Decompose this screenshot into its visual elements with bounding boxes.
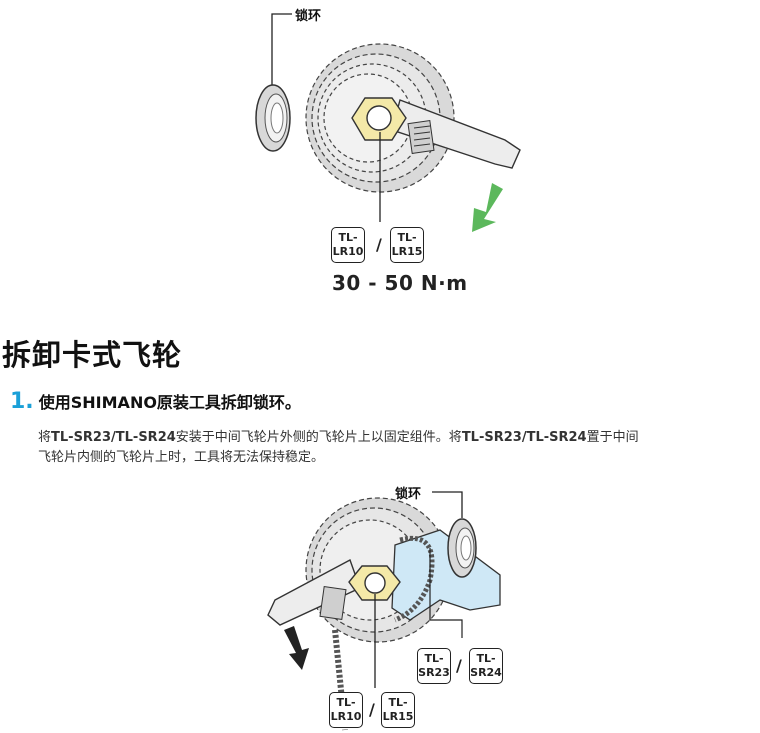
bottom-lockring-leader-line <box>432 491 463 518</box>
top-illustration <box>255 13 521 232</box>
tool-badge-sr24: TL-SR24 <box>469 648 503 684</box>
lockring-part <box>255 84 291 152</box>
wrench-tool <box>391 99 521 169</box>
tool-ref-b: TL-SR23/TL-SR24 <box>461 430 587 445</box>
bottom-illustration <box>267 491 501 731</box>
tool-badge-lr15: TL-LR15 <box>390 227 424 263</box>
lockring-label: 锁环 <box>295 9 322 24</box>
sr-separator: / <box>456 656 462 675</box>
bottom-lockring-label: 锁环 <box>395 487 422 502</box>
paragraph-line-2: 飞轮片内侧的飞轮片上时，工具将无法保持稳定。 <box>38 450 325 465</box>
step-number: 1. <box>10 389 34 414</box>
bottom-lr-separator: / <box>369 700 375 719</box>
bottom-tool-badge-lr15: TL-LR15 <box>381 692 415 728</box>
lockring-leader-line <box>271 13 292 86</box>
tool-ref-a: TL-SR23/TL-SR24 <box>51 430 176 445</box>
rotation-arrow-icon <box>472 183 503 232</box>
bottom-hex-nut <box>348 565 401 601</box>
step-description: 将TL-SR23/TL-SR24安装于中间飞轮片外侧的飞轮片上以固定组件。将TL… <box>38 428 760 468</box>
section-title: 拆卸卡式飞轮 <box>2 338 183 372</box>
tool-badge-sr23: TL-SR23 <box>417 648 451 684</box>
step-heading: 1. 使用SHIMANO原装工具拆卸锁环。 <box>10 389 301 414</box>
torque-spec: 30 - 50 N·m <box>332 271 468 295</box>
bottom-wrench-tool <box>267 559 361 626</box>
bottom-rotation-arrow-icon <box>284 626 309 670</box>
sr-leader-line <box>429 548 463 638</box>
tool-separator: / <box>376 235 382 254</box>
step-text: 使用SHIMANO原装工具拆卸锁环。 <box>38 393 301 412</box>
hex-nut <box>351 97 407 141</box>
bottom-lockring-part <box>447 518 477 578</box>
top-figure: 锁环 TL-LR10 / TL-LR15 30 - 50 N·m <box>0 0 760 300</box>
bottom-tool-badge-lr10: TL-LR10 <box>329 692 363 728</box>
tool-badge-lr10: TL-LR10 <box>331 227 365 263</box>
bottom-figure: 锁环 TL-SR23 / TL-SR24 TL-LR10 / TL-LR15 <box>0 470 760 733</box>
paragraph-line-1: 将TL-SR23/TL-SR24安装于中间飞轮片外侧的飞轮片上以固定组件。将TL… <box>38 430 639 445</box>
